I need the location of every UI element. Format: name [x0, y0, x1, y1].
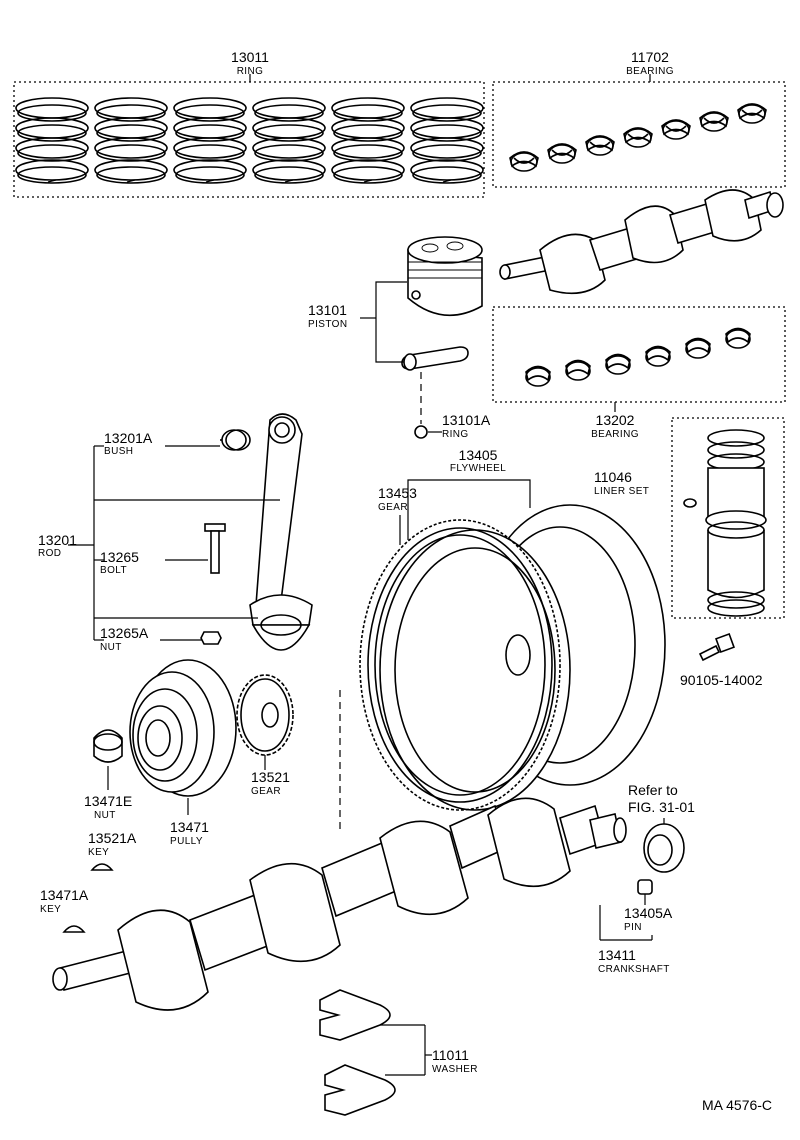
pulley-group: 13471 PULLY [129, 659, 237, 847]
bearing-rod-name: BEARING [591, 429, 639, 440]
bearing-shell [737, 103, 767, 124]
washer-group: 11011 WASHER [319, 989, 478, 1116]
drawing-code: MA 4576-C [702, 1097, 772, 1113]
piston-group: 13101 PISTON [308, 236, 483, 371]
bearing-main-number: 11702 [631, 49, 669, 65]
rod-number: 13201 [38, 532, 77, 548]
washer-number: 11011 [432, 1047, 469, 1063]
bearing-shell [525, 365, 551, 387]
gear-timing-number: 13521 [251, 769, 290, 785]
bolt-name: BOLT [100, 565, 127, 576]
liner-set-number: 11046 [594, 469, 632, 485]
ring-part-number: 13011 [231, 49, 269, 65]
liner-set-name: LINER SET [594, 486, 649, 497]
piston-ring-group: 13011 RING [13, 49, 485, 198]
bearing-shell [547, 143, 577, 164]
key-gear-number: 13521A [88, 830, 137, 846]
reference-line1: Refer to [628, 782, 678, 798]
rod-bearing-group: 13202 BEARING [492, 306, 786, 440]
bush-number: 13201A [104, 430, 153, 446]
bearing-rod-number: 13202 [596, 412, 635, 428]
ring-set [173, 97, 247, 184]
gear-ring-name: GEAR [378, 502, 408, 513]
key-pulley-name: KEY [40, 904, 61, 915]
pin-name: PIN [624, 922, 642, 933]
bearing-shell [661, 119, 691, 140]
nut-pulley-name: NUT [94, 810, 116, 821]
main-bearing-group: 11702 BEARING [492, 49, 786, 188]
bearing-shell [605, 353, 631, 375]
key-pulley-number: 13471A [40, 887, 89, 903]
ring-set [331, 97, 405, 184]
pulley-nut-group: 13471E NUT [84, 729, 132, 821]
nut-pulley-number: 13471E [84, 793, 132, 809]
piston-number: 13101 [308, 302, 347, 318]
key-gear-name: KEY [88, 847, 109, 858]
flywheel-group: 13405 FLYWHEEL 13453 GEAR [359, 447, 666, 811]
rod-name: ROD [38, 548, 61, 559]
ring-set [15, 97, 89, 184]
bearing-shell [699, 111, 729, 132]
piston-name: PISTON [308, 319, 347, 330]
gear-ring-number: 13453 [378, 485, 417, 501]
bearing-shell [725, 327, 751, 349]
flywheel-bolt-number: 90105-14002 [680, 672, 763, 688]
nut-rod-name: NUT [100, 642, 122, 653]
gear-timing-name: GEAR [251, 786, 281, 797]
pin-group: 13405A PIN [624, 879, 673, 933]
washer-name: WASHER [432, 1064, 478, 1075]
bearing-shell [645, 345, 671, 367]
piston-ring-clip-name: RING [442, 429, 469, 440]
piston-ring-clip-group: 13101A RING [414, 372, 491, 440]
reference-line2: FIG. 31-01 [628, 799, 695, 815]
bearing-shell [623, 127, 653, 148]
reference-bearing-group: Refer to FIG. 31-01 [628, 782, 695, 873]
key-gear-group: 13521A KEY [88, 830, 137, 871]
bolt-number: 13265 [100, 549, 139, 565]
flywheel-name: FLYWHEEL [450, 463, 506, 474]
ring-part-name: RING [237, 66, 264, 77]
key-pulley-group: 13471A KEY [40, 887, 89, 933]
ring-set [410, 97, 484, 184]
pulley-number: 13471 [170, 819, 209, 835]
flywheel-number: 13405 [459, 447, 498, 463]
pulley-name: PULLY [170, 836, 203, 847]
ring-set [94, 97, 168, 184]
timing-gear-group: 13521 GEAR [236, 674, 294, 797]
crankshaft-upper-sketch [499, 189, 784, 295]
bearing-main-name: BEARING [626, 66, 674, 77]
piston-ring-clip-number: 13101A [442, 412, 491, 428]
bearing-shell [565, 359, 591, 381]
connecting-rod-group: 13201A BUSH 13201 ROD 13265 BOLT 13265A … [38, 413, 313, 653]
crankshaft-name: CRANKSHAFT [598, 964, 670, 975]
crankshaft-number: 13411 [598, 947, 636, 963]
nut-rod-number: 13265A [100, 625, 149, 641]
bearing-shell [685, 337, 711, 359]
crankshaft-group: 13411 CRANKSHAFT [52, 797, 670, 1011]
bush-name: BUSH [104, 446, 133, 457]
bearing-shell [585, 135, 615, 156]
ring-set [252, 97, 326, 184]
pin-number: 13405A [624, 905, 673, 921]
flywheel-bolt-group: 90105-14002 [680, 633, 763, 688]
liner-set-group: 11046 LINER SET [594, 417, 785, 619]
bearing-shell [509, 151, 539, 172]
